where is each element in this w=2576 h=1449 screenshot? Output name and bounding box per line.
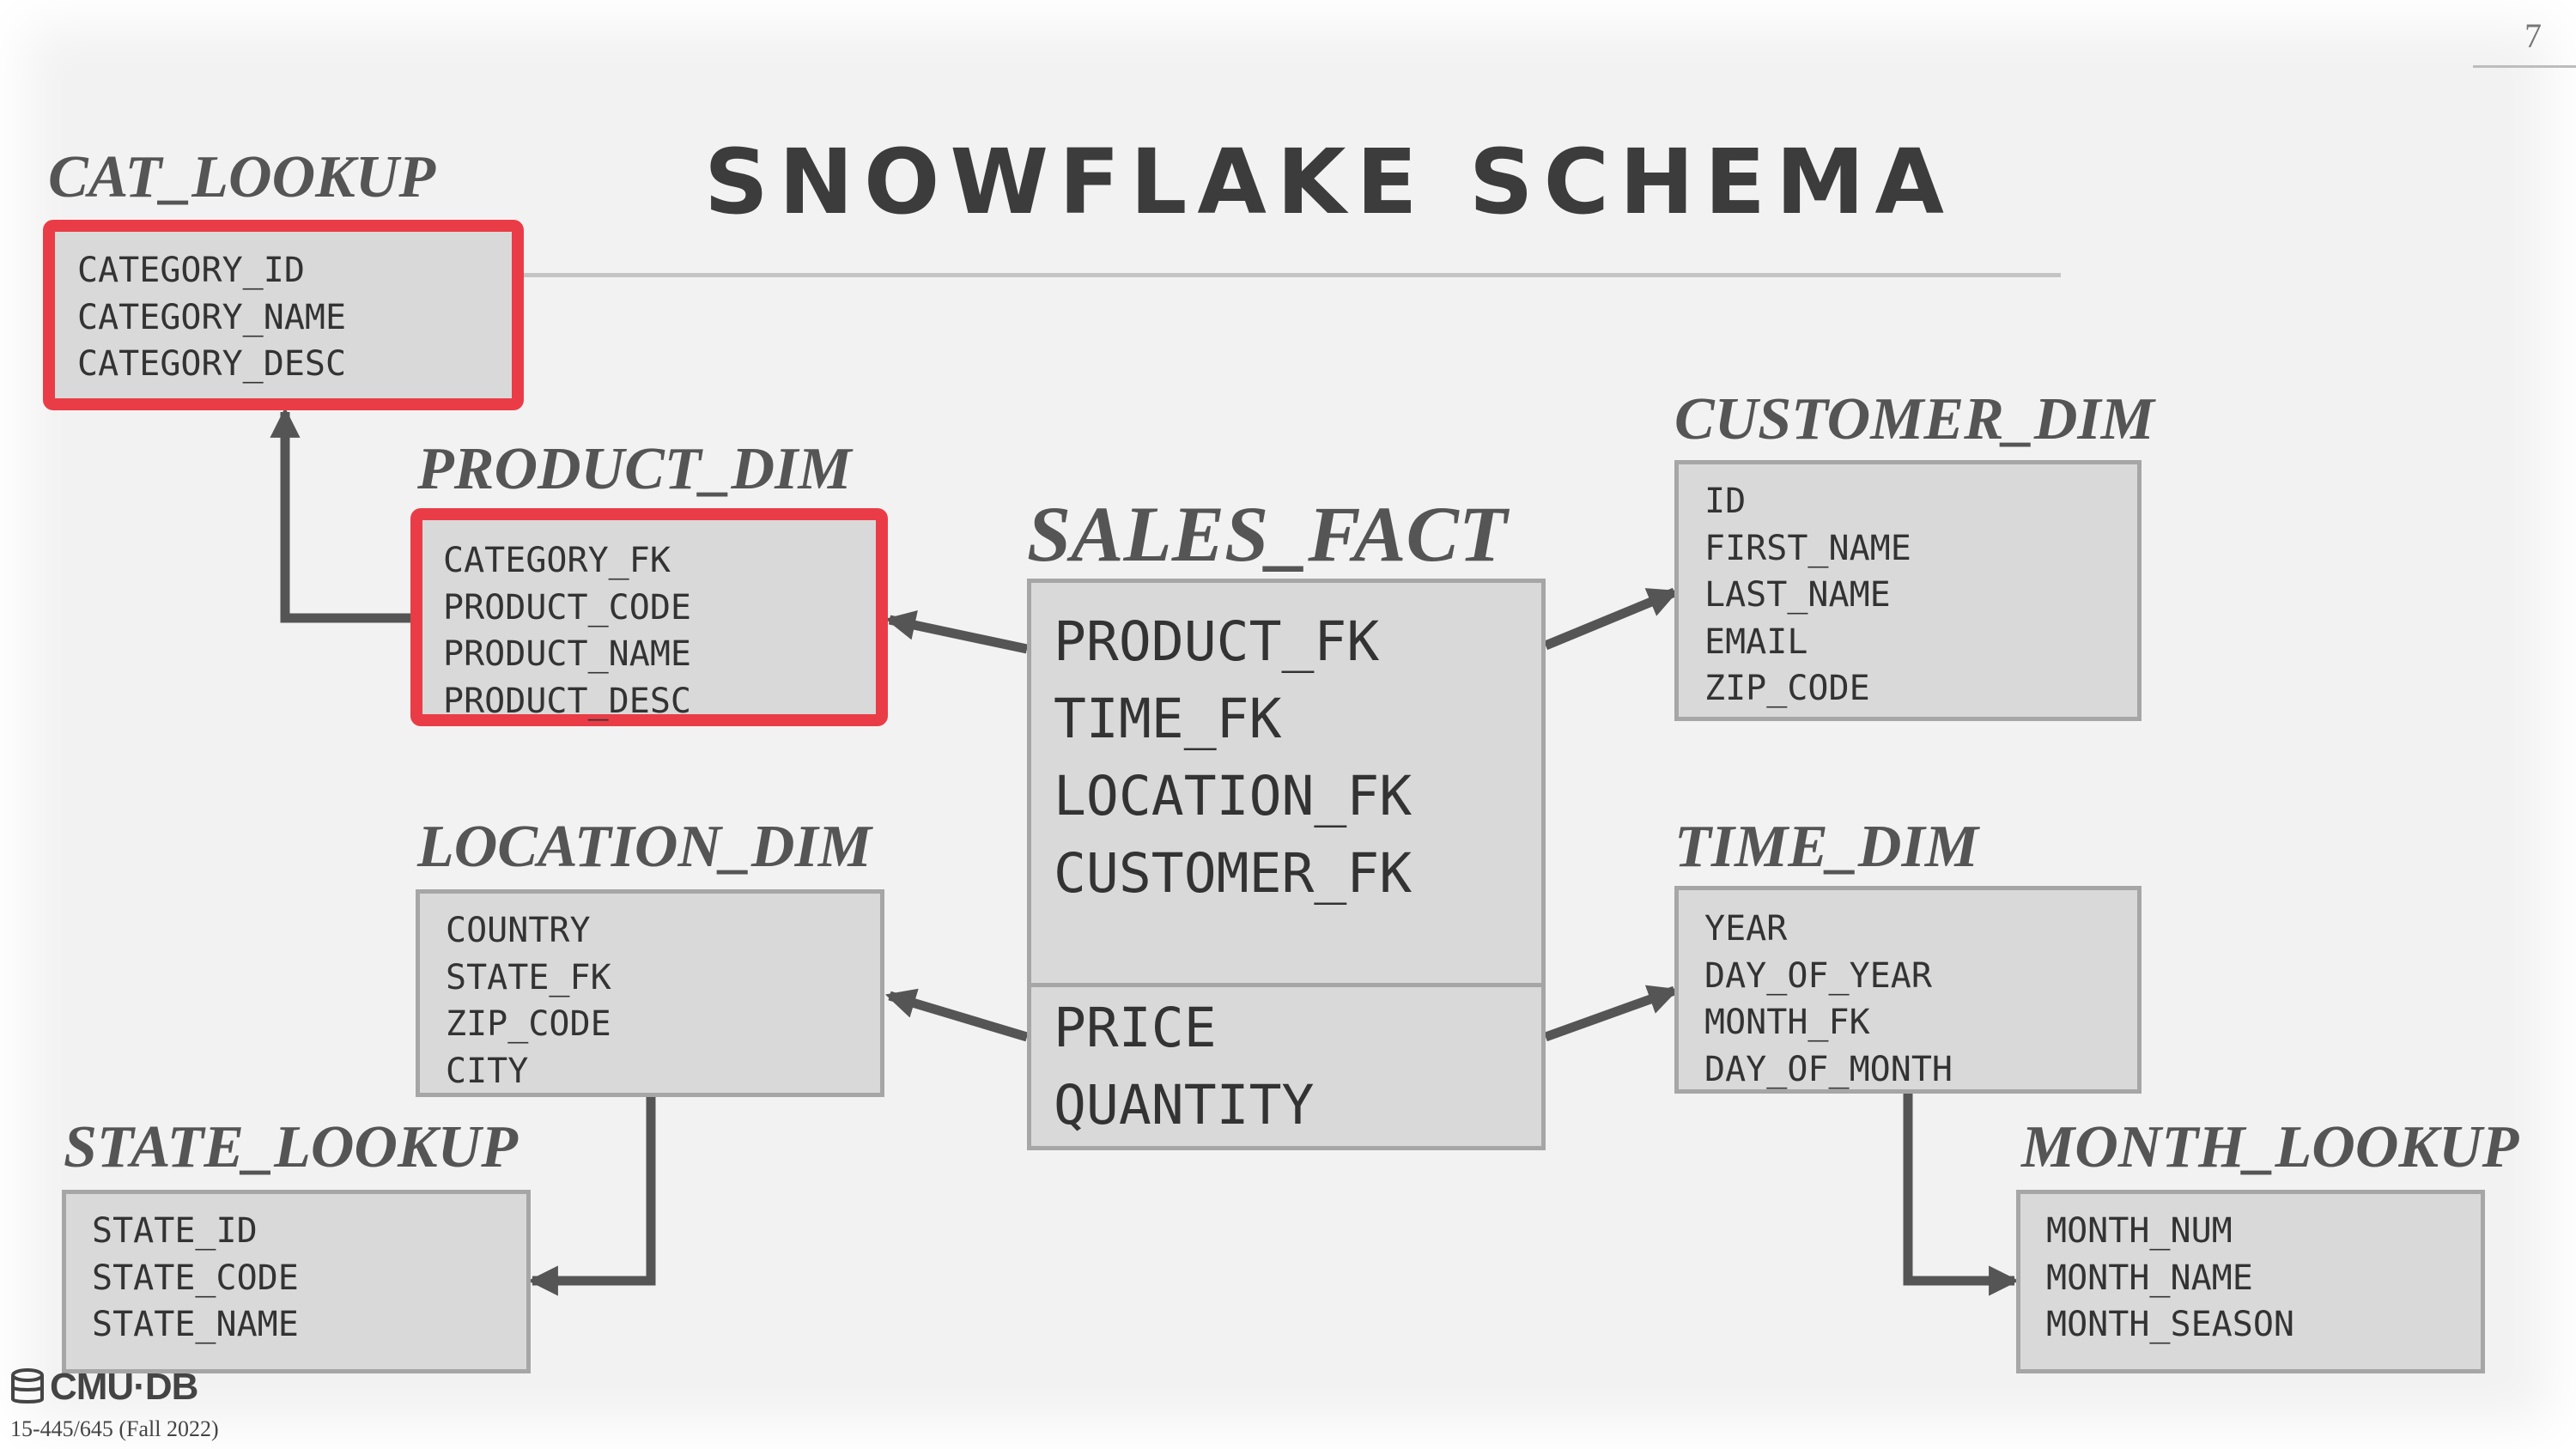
customer-dim-field: ID: [1704, 482, 1747, 521]
sales-fact-measures: PRICE QUANTITY: [1054, 990, 1314, 1144]
connector-fact-to-location: [884, 988, 1029, 1042]
sales-fact-table: PRODUCT_FK TIME_FK LOCATION_FK CUSTOMER_…: [1027, 579, 1546, 1150]
product-dim-field: PRODUCT_NAME: [443, 634, 691, 674]
customer-dim-field: FIRST_NAME: [1704, 528, 1911, 568]
time-dim-field: DAY_OF_YEAR: [1704, 955, 1932, 996]
cat-lookup-field: CATEGORY_NAME: [77, 297, 347, 337]
month-lookup-field: MONTH_NAME: [2046, 1258, 2253, 1298]
time-dim-field: YEAR: [1704, 909, 1788, 949]
state-lookup-field: STATE_ID: [92, 1211, 258, 1251]
connector-fact-to-customer: [1543, 587, 1679, 651]
sales-fact-measure-field: PRICE: [1054, 997, 1217, 1059]
sales-fact-key-field: PRODUCT_FK: [1054, 610, 1380, 673]
customer-dim-field: LAST_NAME: [1704, 575, 1891, 615]
time-dim-field: MONTH_FK: [1704, 1003, 1870, 1042]
cat-lookup-field: CATEGORY_DESC: [77, 344, 347, 384]
sales-fact-measure-field: QUANTITY: [1054, 1074, 1315, 1137]
slide-title: SNOWFLAKE SCHEMA: [704, 130, 1954, 234]
product-dim-field: CATEGORY_FK: [443, 541, 671, 580]
sales-fact-name: SALES_FACT: [1027, 490, 1508, 578]
month-lookup-name: MONTH_LOOKUP: [2021, 1114, 2519, 1180]
sales-fact-key-field: CUSTOMER_FK: [1054, 842, 1413, 905]
state-lookup-name: STATE_LOOKUP: [64, 1114, 518, 1180]
product-dim-table: CATEGORY_FK PRODUCT_CODE PRODUCT_NAME PR…: [410, 508, 888, 726]
customer-dim-field: EMAIL: [1704, 621, 1808, 662]
cat-lookup-table: CATEGORY_ID CATEGORY_NAME CATEGORY_DESC: [43, 220, 524, 410]
connector-time-to-month: [1903, 1094, 2020, 1296]
location-dim-table: COUNTRY STATE_FK ZIP_CODE CITY: [416, 889, 884, 1097]
location-dim-field: COUNTRY: [446, 911, 591, 950]
connector-location-to-state: [527, 1097, 656, 1296]
sales-fact-key-field: TIME_FK: [1054, 688, 1282, 750]
cat-lookup-field: CATEGORY_ID: [77, 251, 305, 290]
time-dim-field: DAY_OF_MONTH: [1704, 1049, 1953, 1089]
page-number-rule: [2473, 65, 2576, 68]
state-lookup-table: STATE_ID STATE_CODE STATE_NAME: [62, 1190, 531, 1373]
customer-dim-field: ZIP_CODE: [1704, 669, 1870, 708]
state-lookup-field: STATE_NAME: [92, 1305, 299, 1344]
month-lookup-field: MONTH_NUM: [2046, 1211, 2233, 1251]
course-label: 15-445/645 (Fall 2022): [10, 1416, 219, 1441]
page-number: 7: [2524, 16, 2542, 55]
state-lookup-field: STATE_CODE: [92, 1258, 299, 1298]
sales-fact-divider: [1031, 983, 1541, 987]
time-dim-name: TIME_DIM: [1674, 814, 1978, 880]
location-dim-field: ZIP_CODE: [446, 1004, 611, 1044]
month-lookup-field: MONTH_SEASON: [2046, 1305, 2294, 1344]
customer-dim-name: CUSTOMER_DIM: [1674, 386, 2154, 452]
location-dim-field: CITY: [446, 1051, 529, 1091]
customer-dim-table: ID FIRST_NAME LAST_NAME EMAIL ZIP_CODE: [1674, 460, 2142, 721]
sales-fact-keys: PRODUCT_FK TIME_FK LOCATION_FK CUSTOMER_…: [1054, 603, 1412, 912]
connector-fact-to-product: [884, 610, 1029, 654]
month-lookup-table: MONTH_NUM MONTH_NAME MONTH_SEASON: [2016, 1190, 2485, 1373]
time-dim-table: YEAR DAY_OF_YEAR MONTH_FK DAY_OF_MONTH: [1674, 886, 2142, 1094]
connector-product-to-category: [270, 407, 410, 623]
product-dim-name: PRODUCT_DIM: [417, 436, 852, 502]
logo-text: CMU·DB: [50, 1366, 198, 1408]
cmu-db-logo: CMU·DB: [10, 1366, 198, 1408]
sales-fact-key-field: LOCATION_FK: [1054, 765, 1413, 828]
product-dim-field: PRODUCT_CODE: [443, 587, 691, 627]
connector-fact-to-time: [1544, 985, 1679, 1042]
location-dim-field: STATE_FK: [446, 957, 611, 997]
cat-lookup-name: CAT_LOOKUP: [48, 144, 436, 210]
location-dim-name: LOCATION_DIM: [417, 814, 872, 880]
product-dim-field: PRODUCT_DESC: [443, 681, 691, 721]
title-underline: [507, 273, 2061, 277]
database-icon: [11, 1368, 44, 1404]
